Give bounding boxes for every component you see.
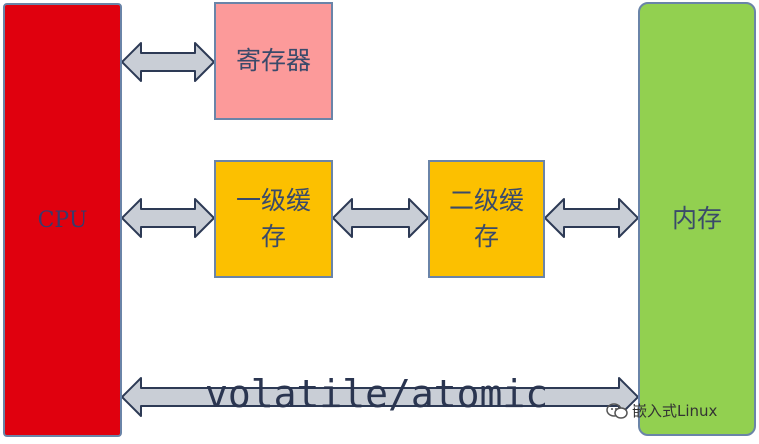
register-label: 寄存器 (235, 46, 311, 75)
watermark: 嵌入式Linux (606, 400, 717, 421)
memory-block: 内存 (638, 2, 756, 436)
arrow-cpu-l1 (121, 198, 215, 238)
cpu-block: CPU (3, 3, 122, 437)
arrow-l2-memory (544, 198, 639, 238)
l2-cache-block: 二级缓存 (428, 160, 545, 278)
l1-cache-block: 一级缓存 (214, 160, 333, 278)
wechat-icon (606, 402, 628, 419)
cpu-label: CPU (37, 207, 88, 233)
watermark-text: 嵌入式Linux (632, 402, 718, 420)
register-block: 寄存器 (214, 2, 333, 120)
l2-cache-label: 二级缓存 (448, 186, 524, 251)
arrow-l1-l2 (332, 198, 429, 238)
memory-label: 内存 (671, 204, 722, 233)
l1-cache-label: 一级缓存 (235, 186, 311, 251)
arrow-cpu-register (121, 42, 215, 82)
volatile-atomic-label: volatile/atomic (205, 372, 549, 416)
